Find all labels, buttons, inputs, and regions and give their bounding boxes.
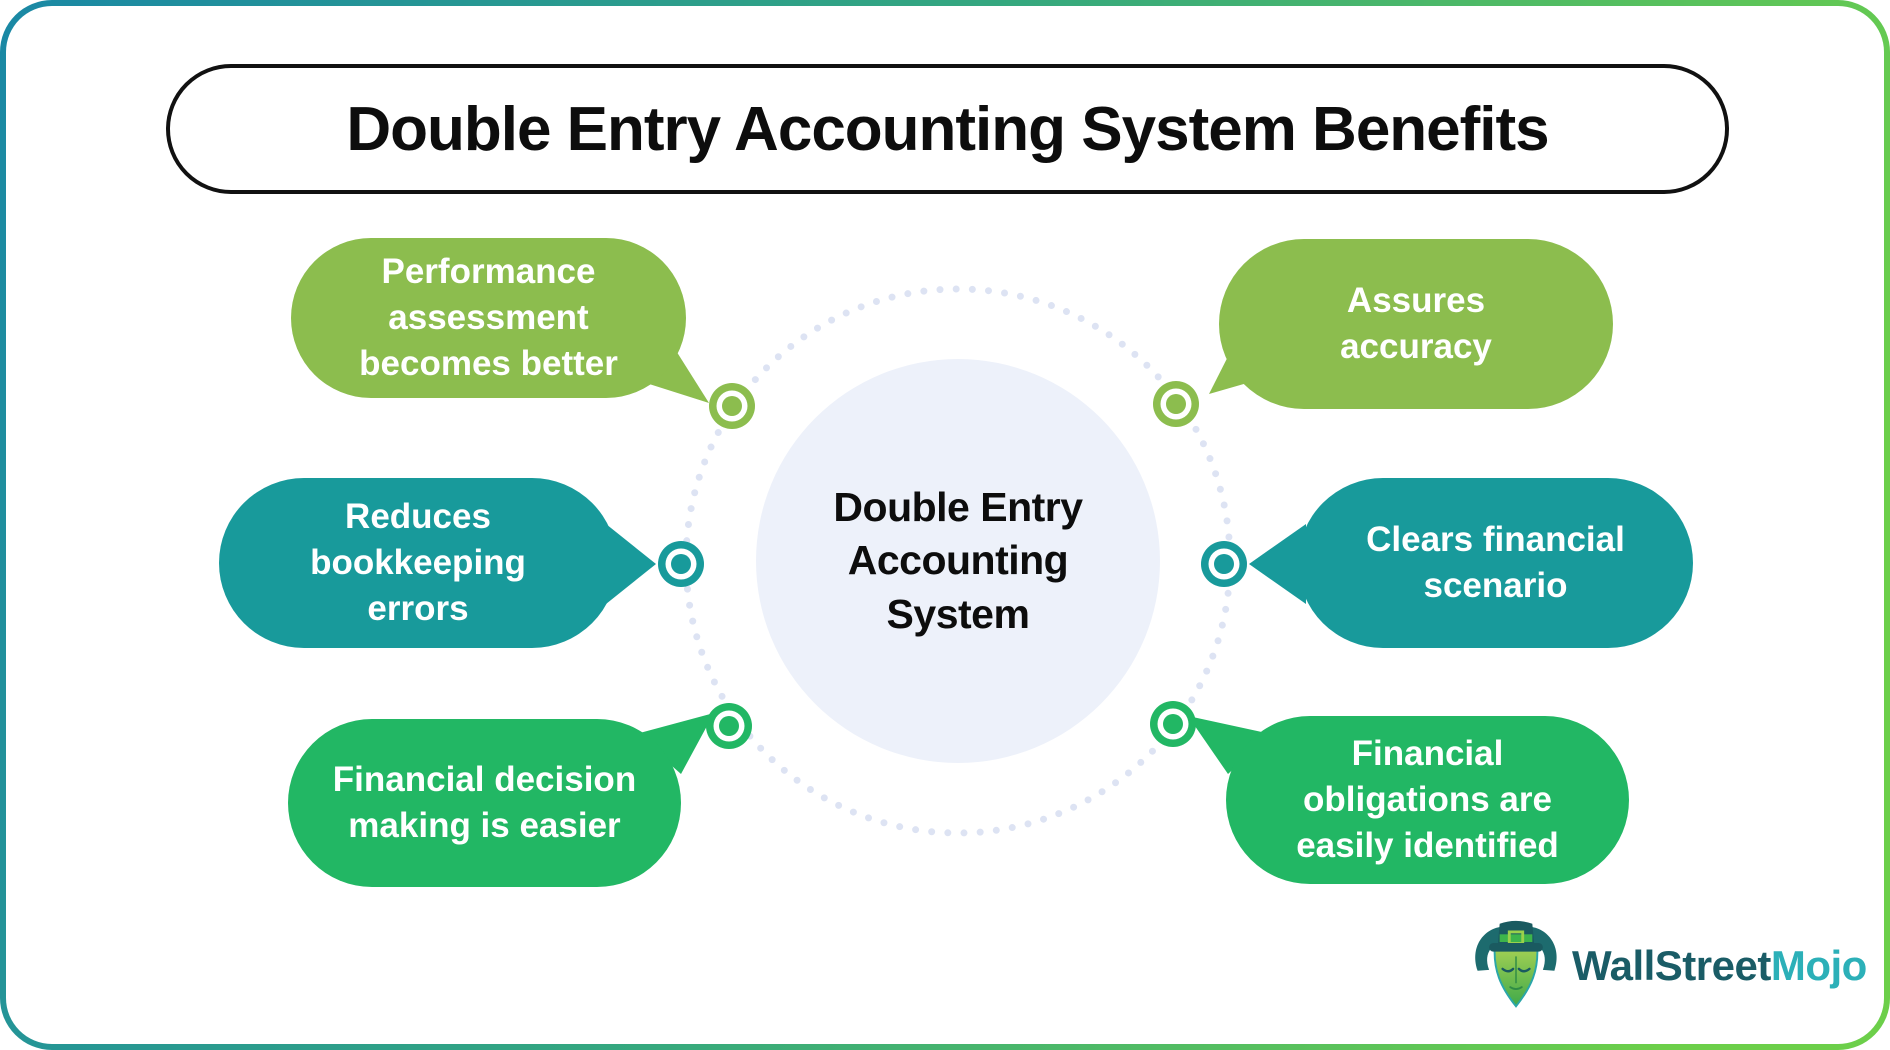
bubble-performance-assessment: Performance assessment becomes better — [291, 238, 686, 398]
bubble-reduces-bookkeeping-errors-label: Reduces bookkeeping errors — [310, 496, 526, 629]
center-label-text: Double Entry Accounting System — [833, 484, 1083, 637]
title-banner: Double Entry Accounting System Benefits — [166, 64, 1729, 194]
page-title: Double Entry Accounting System Benefits — [346, 94, 1549, 164]
center-circle — [756, 359, 1160, 763]
bubble-clears-financial-scenario: Clears financial scenario — [1298, 478, 1693, 648]
bubble-tail-obligations — [1188, 716, 1271, 774]
bubble-financial-decision-making-label: Financial decision making is easier — [332, 759, 637, 845]
target-marker-olive-right-icon — [1153, 381, 1199, 427]
infographic-canvas: Double Entry Accounting System Benefits … — [6, 6, 1884, 1044]
logo-text: WallStreetMojo — [1572, 942, 1867, 990]
bull-mascot-icon — [1475, 920, 1557, 1008]
logo-text-mojo: Mojo — [1770, 942, 1867, 989]
target-marker-teal-left-icon — [658, 541, 704, 587]
bubble-assures-accuracy-label: Assures accuracy — [1340, 280, 1492, 366]
logo-text-wallstreet: WallStreet — [1572, 942, 1771, 989]
bubble-tail-decision — [636, 713, 714, 774]
bubble-reduces-bookkeeping-errors: Reduces bookkeeping errors — [219, 478, 617, 648]
bubble-financial-obligations-label: Financial obligations are easily identif… — [1296, 733, 1559, 866]
bubble-assures-accuracy: Assures accuracy — [1219, 239, 1613, 409]
bubble-tail-scenario — [1249, 524, 1306, 604]
target-marker-green-left-icon — [706, 703, 752, 749]
bubble-financial-obligations: Financial obligations are easily identif… — [1226, 716, 1629, 884]
bubble-tail-reduces — [606, 524, 656, 604]
center-label: Double Entry Accounting System — [756, 436, 1160, 686]
bubble-financial-decision-making: Financial decision making is easier — [288, 719, 681, 887]
bubble-performance-assessment-label: Performance assessment becomes better — [359, 251, 618, 384]
target-marker-olive-left-icon — [709, 383, 755, 429]
target-marker-green-right-icon — [1150, 701, 1196, 747]
bubble-clears-financial-scenario-label: Clears financial scenario — [1366, 519, 1625, 605]
wallstreetmojo-logo: WallStreetMojo — [1468, 918, 1867, 1014]
target-marker-teal-right-icon — [1201, 541, 1247, 587]
